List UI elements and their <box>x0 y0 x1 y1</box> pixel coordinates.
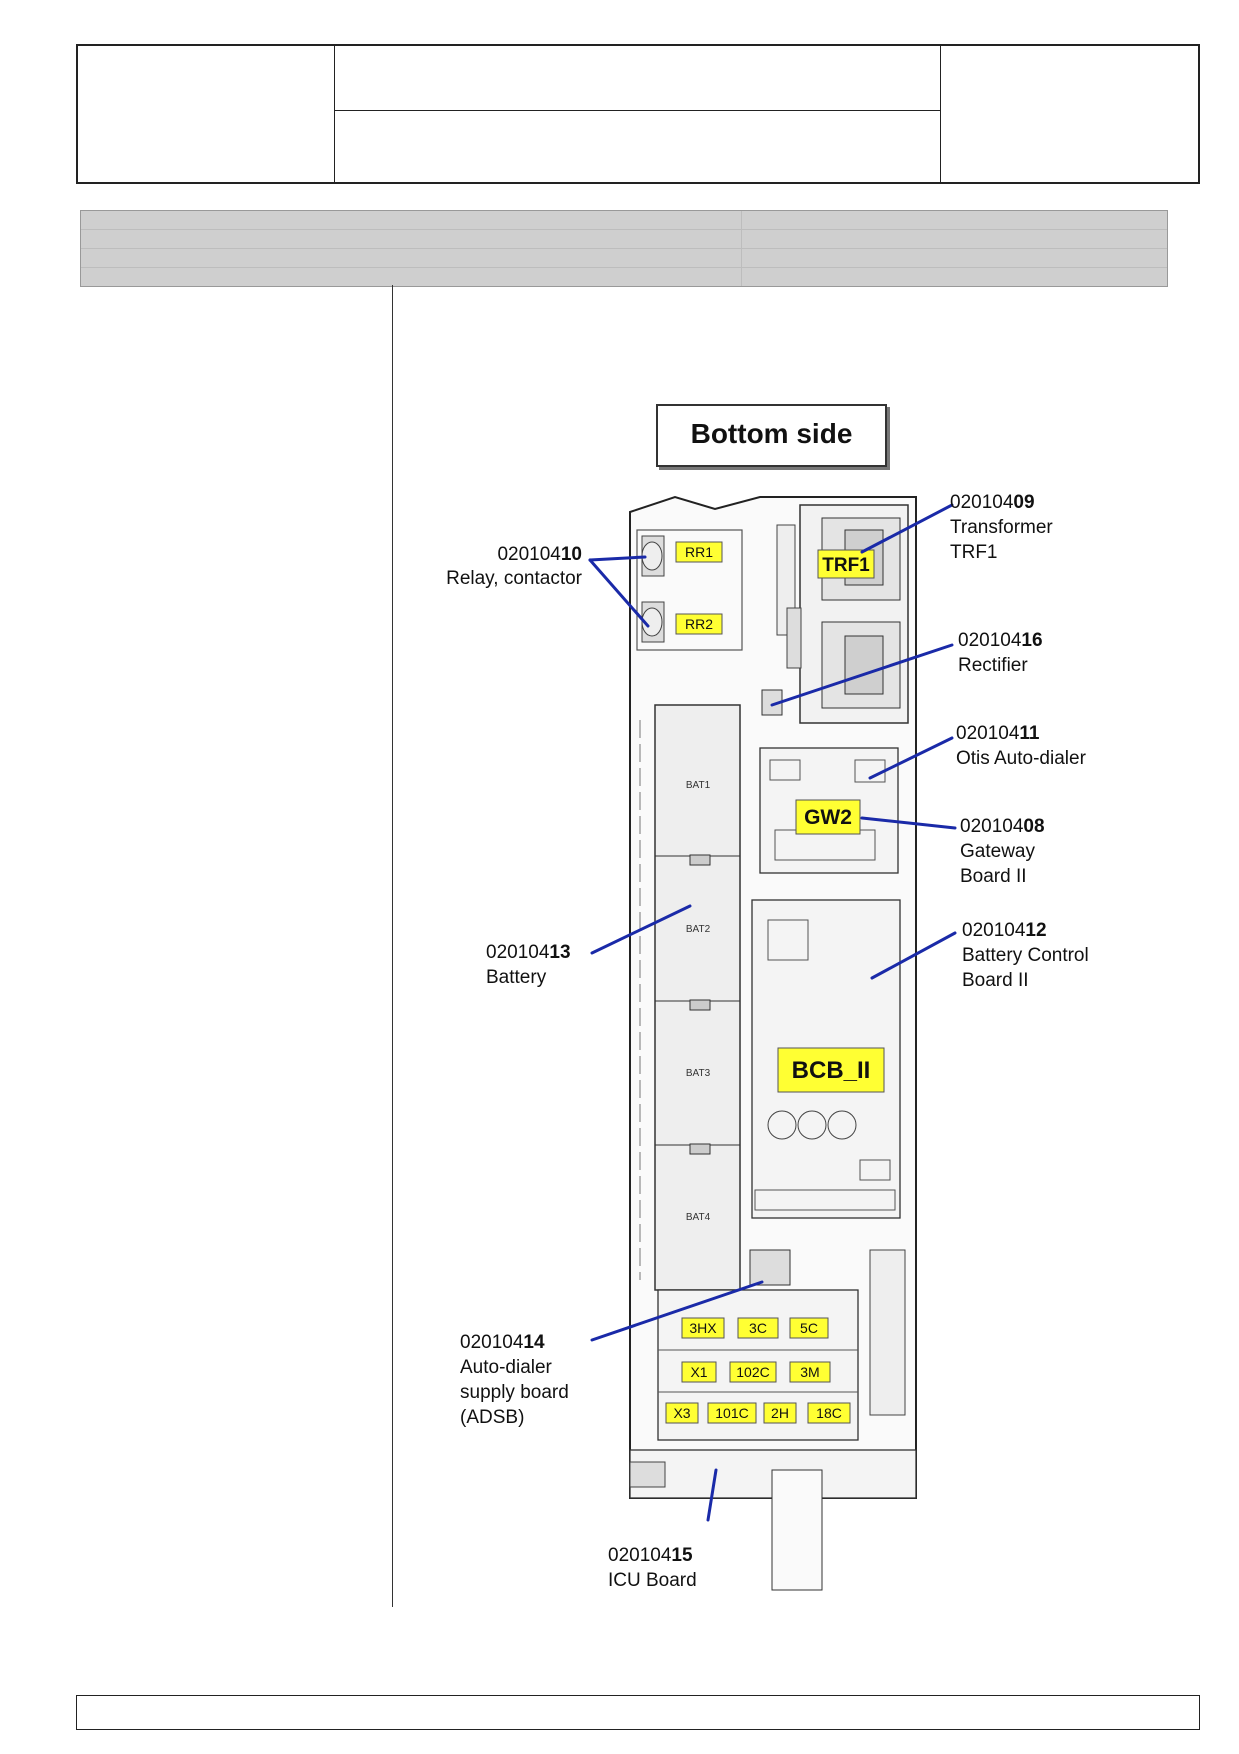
tag-gw2: GW2 <box>804 806 852 829</box>
header-divider-middle <box>334 110 940 111</box>
document-footer <box>76 1695 1200 1730</box>
header-divider-right <box>940 46 941 182</box>
callout-relay: 02010410 <box>497 544 582 565</box>
callout-autodialer: 02010411 Otis Auto-dialer <box>956 723 1086 769</box>
battery-cell-label: BAT1 <box>686 780 711 791</box>
leader-relay-1 <box>588 555 647 562</box>
battery-column <box>654 704 741 1291</box>
tag-3c: 3C <box>749 1320 767 1336</box>
battery-cell-label: BAT2 <box>686 924 711 935</box>
leader-icu <box>706 1468 718 1522</box>
callout-transformer: 02010409 Transformer TRF1 <box>950 492 1053 563</box>
section-band <box>80 210 1168 287</box>
tag-3m: 3M <box>800 1364 819 1380</box>
battery-cell-label: BAT3 <box>686 1068 711 1079</box>
leader-autodialer <box>868 736 954 780</box>
tag-rr1: RR1 <box>685 544 713 560</box>
leader-battery <box>590 904 692 955</box>
callout-rectifier: 02010416 Rectifier <box>958 630 1043 676</box>
diagram-title: Bottom side <box>690 418 853 449</box>
tag-rr2: RR2 <box>685 616 713 632</box>
leader-relay-2 <box>588 558 650 628</box>
column-divider <box>392 285 393 1607</box>
callout-battery-control: 02010412 Battery Control Board II <box>962 920 1089 991</box>
document-header <box>76 44 1200 184</box>
tag-x3: X3 <box>673 1405 690 1421</box>
battery-cell-label: BAT4 <box>686 1212 711 1223</box>
header-divider-left <box>334 46 335 182</box>
leader-battery-control <box>870 931 957 980</box>
tag-3hx: 3HX <box>689 1320 717 1336</box>
leader-gateway <box>860 816 957 830</box>
tag-bcb: BCB_II <box>792 1057 871 1084</box>
tag-x1: X1 <box>690 1364 707 1380</box>
tag-trf1: TRF1 <box>822 555 870 576</box>
leader-rectifier <box>770 643 954 707</box>
leader-adsb <box>590 1280 764 1342</box>
callout-relay-label: Relay, contactor <box>446 568 582 589</box>
callout-icu: 02010415 ICU Board <box>608 1545 697 1591</box>
tag-102c: 102C <box>736 1364 769 1380</box>
callout-gateway: 02010408 Gateway Board II <box>960 816 1045 887</box>
tag-5c: 5C <box>800 1320 818 1336</box>
tag-101c: 101C <box>715 1405 748 1421</box>
leader-transformer <box>860 503 954 554</box>
tag-18c: 18C <box>816 1405 842 1421</box>
tag-2h: 2H <box>771 1405 789 1421</box>
callout-adsb: 02010414 Auto-dialer supply board (ADSB) <box>460 1332 569 1428</box>
diagram-title-box: Bottom side <box>656 404 887 467</box>
callout-battery: 02010413 Battery <box>486 942 571 988</box>
